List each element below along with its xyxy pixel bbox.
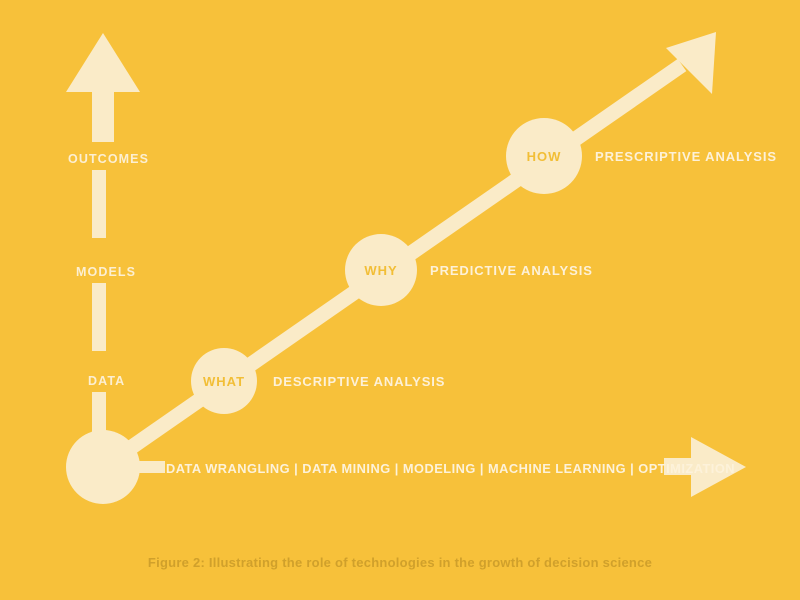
- figure-caption: Figure 2: Illustrating the role of techn…: [147, 555, 653, 570]
- stage-label-descriptive-analysis: DESCRIPTIVE ANALYSIS: [273, 374, 446, 389]
- stage-node-what[interactable]: [191, 348, 257, 414]
- vertical-axis-arrow: [66, 33, 140, 434]
- node-label-why: WHY: [364, 263, 398, 278]
- stage-label-predictive-analysis: PREDICTIVE ANALYSIS: [430, 263, 593, 278]
- stage-node-why[interactable]: [345, 234, 417, 306]
- stage-node-how[interactable]: [506, 118, 582, 194]
- node-label-how: HOW: [526, 149, 562, 164]
- node-label-what: WHAT: [202, 374, 246, 389]
- horizontal-axis-arrow: [133, 437, 746, 497]
- stage-label-prescriptive-analysis: PRESCRIPTIVE ANALYSIS: [595, 149, 777, 164]
- axis-label-models: MODELS: [76, 265, 137, 279]
- origin-node-circle: [66, 430, 140, 504]
- axis-label-outcomes: OUTCOMES: [68, 152, 150, 166]
- axis-label-data: DATA: [88, 374, 126, 388]
- technology-axis-label: DATA WRANGLING | DATA MINING | MODELING …: [166, 461, 736, 476]
